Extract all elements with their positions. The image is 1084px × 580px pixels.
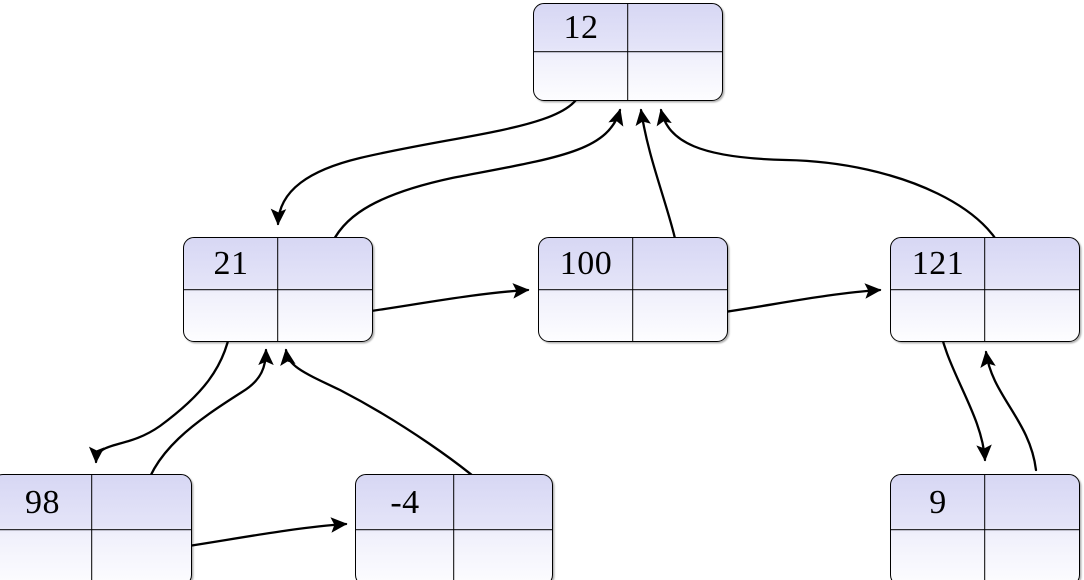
node-21[interactable]: 21 (183, 237, 373, 342)
node-12-top-right-cell (628, 4, 722, 52)
node-12[interactable]: 12 (533, 3, 723, 101)
node-100-bottom-right-cell (633, 290, 727, 342)
node-100-vertical-divider (632, 238, 634, 341)
node-121-bottom-right-cell (985, 290, 1079, 342)
node-98-value-cell: 98 (0, 475, 92, 530)
node-9-value-cell: 9 (891, 475, 985, 530)
node-neg4-bottom-right-cell (454, 530, 552, 580)
node-neg4-vertical-divider (453, 475, 455, 580)
node-98-horizontal-divider (0, 529, 191, 531)
node-9-value: 9 (929, 483, 947, 521)
node-100[interactable]: 100 (538, 237, 728, 342)
node-121-vertical-divider (984, 238, 986, 341)
node-9-vertical-divider (984, 475, 986, 580)
node-98-top-right-cell (92, 475, 191, 530)
node-98[interactable]: 98 (0, 474, 192, 580)
node-98-bottom-right-cell (92, 530, 191, 580)
node-12-value-cell: 12 (534, 4, 628, 52)
node-12-value: 12 (563, 9, 599, 46)
node-9-top-right-cell (985, 475, 1079, 530)
node-21-bottom-left-cell (184, 290, 278, 342)
node-21-value: 21 (213, 244, 249, 282)
node-121[interactable]: 121 (890, 237, 1080, 342)
node-98-bottom-left-cell (0, 530, 92, 580)
node-neg4-bottom-left-cell (356, 530, 454, 580)
node-21-value-cell: 21 (184, 238, 278, 290)
node-100-value: 100 (559, 244, 613, 282)
node-12-bottom-left-cell (534, 52, 628, 100)
node-neg4-value-cell: -4 (356, 475, 454, 530)
node-21-top-right-cell (278, 238, 372, 290)
node-neg4-top-right-cell (454, 475, 552, 530)
node-121-value-cell: 121 (891, 238, 985, 290)
node-12-vertical-divider (627, 4, 629, 100)
node-98-value: 98 (25, 483, 60, 521)
node-neg4[interactable]: -4 (355, 474, 553, 580)
node-9[interactable]: 9 (890, 474, 1080, 580)
node-12-bottom-right-cell (628, 52, 722, 100)
node-9-bottom-left-cell (891, 530, 985, 580)
node-9-bottom-right-cell (985, 530, 1079, 580)
node-21-bottom-right-cell (278, 290, 372, 342)
node-100-value-cell: 100 (539, 238, 633, 290)
node-neg4-value: -4 (390, 483, 420, 521)
node-121-bottom-left-cell (891, 290, 985, 342)
node-21-vertical-divider (277, 238, 279, 341)
node-121-value: 121 (911, 244, 965, 282)
node-100-top-right-cell (633, 238, 727, 290)
node-121-top-right-cell (985, 238, 1079, 290)
node-98-vertical-divider (91, 475, 93, 580)
node-100-bottom-left-cell (539, 290, 633, 342)
